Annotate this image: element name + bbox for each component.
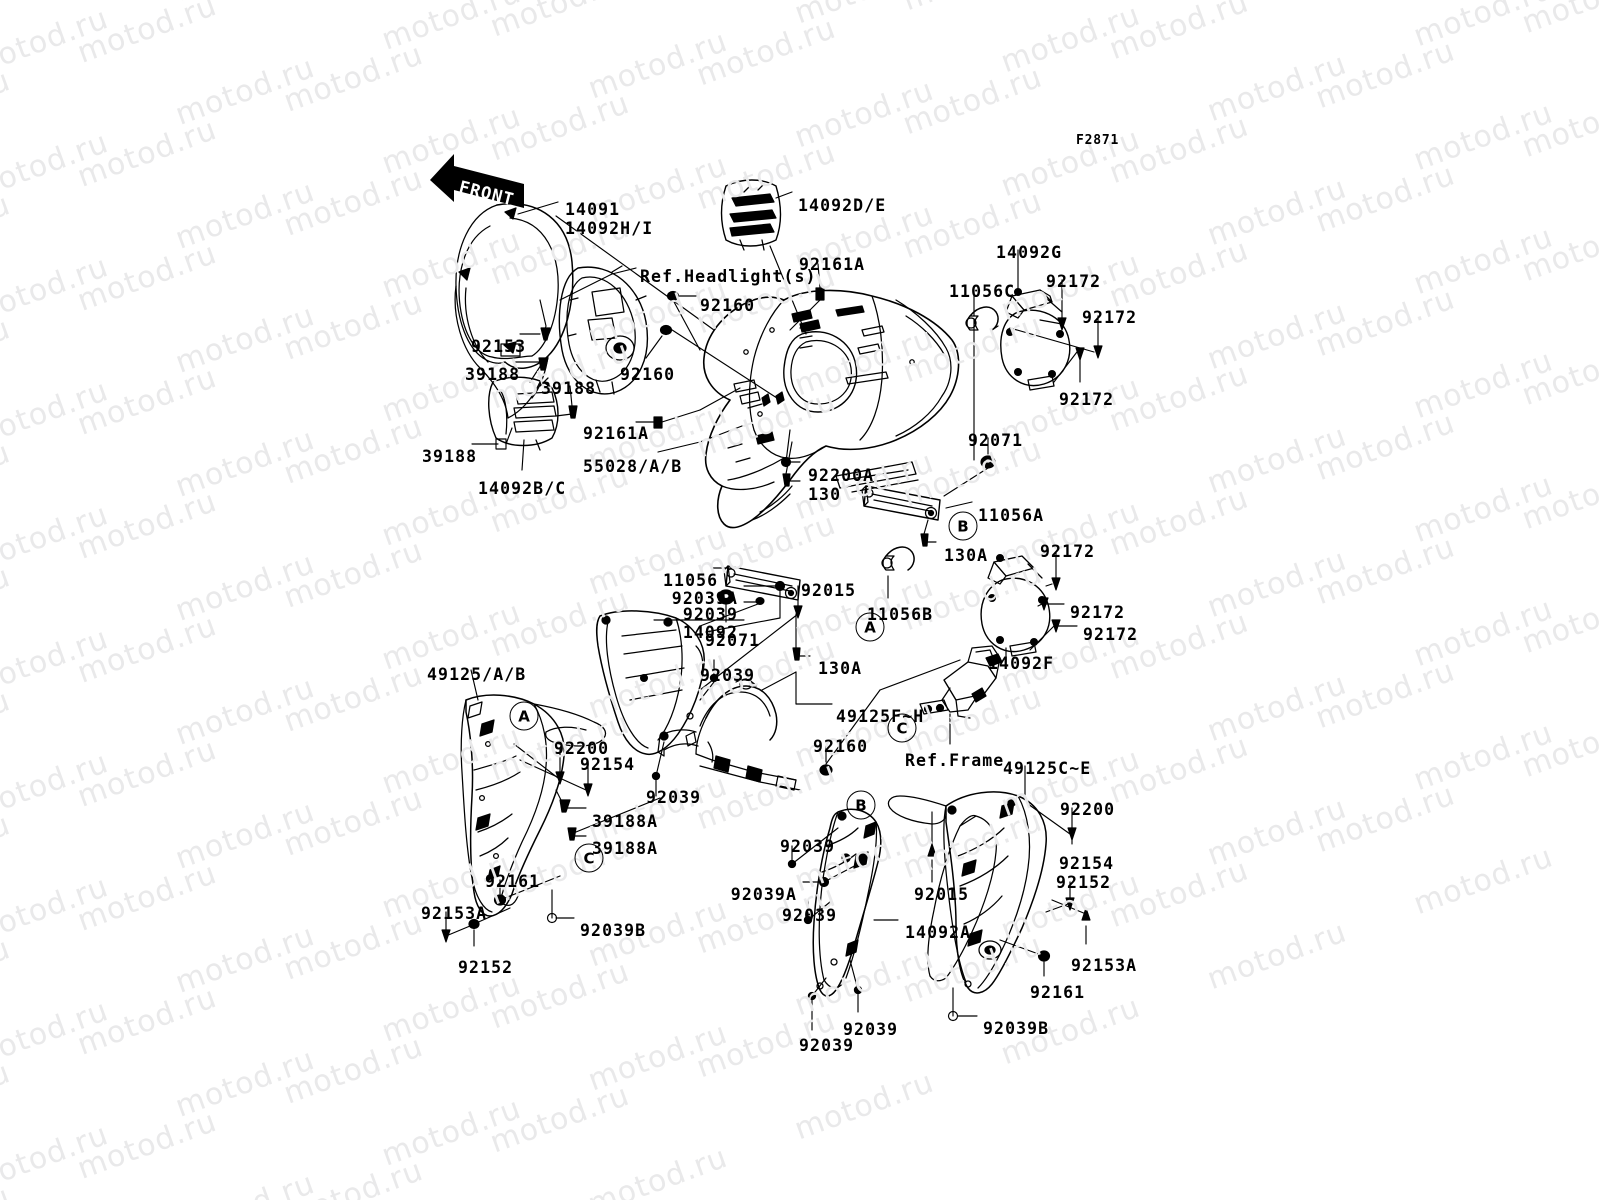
callout-letter-c: C	[574, 843, 604, 873]
p-92039-m: 92039	[682, 605, 738, 624]
p-92039-br: 92039	[780, 837, 836, 856]
part-ref-frame	[919, 645, 1003, 719]
p-92154-l: 92154	[580, 755, 636, 774]
p-92172-b: 92172	[1082, 308, 1138, 327]
p-92172-d: 92172	[1040, 542, 1096, 561]
p-130A-t: 130A	[944, 546, 989, 565]
p-92039-y: 92039	[799, 1036, 855, 1055]
part-main-cowling	[703, 289, 960, 529]
p-11056: 11056	[663, 571, 719, 590]
p-92039B-r: 92039B	[983, 1019, 1050, 1038]
callout-letter-a: A	[855, 612, 885, 642]
p-92153A-l: 92153A	[421, 904, 488, 923]
part-grille-14092de	[720, 179, 782, 251]
p-92071-r: 92071	[968, 431, 1024, 450]
p-39188A-b: 39188A	[592, 839, 659, 858]
p-49125AB: 49125/A/B	[427, 665, 527, 684]
callout-letter-b: B	[846, 790, 876, 820]
p-92172-c: 92172	[1059, 390, 1115, 409]
part-cover-14092g	[1000, 287, 1071, 391]
p-14092DE: 14092D/E	[798, 196, 887, 215]
p-14092F: 14092F	[988, 654, 1055, 673]
p-92160-t: 92160	[700, 296, 756, 315]
p-92015-b: 92015	[914, 885, 970, 904]
p-92200A: 92200A	[808, 466, 875, 485]
part-bracket-11056a	[861, 485, 941, 521]
p-92039A-m: 92039A	[671, 589, 738, 608]
p-39188-b: 39188	[541, 379, 597, 398]
p-92071-m: 92071	[705, 631, 761, 650]
p-92153: 92153	[471, 337, 527, 356]
p-92152-l: 92152	[458, 958, 514, 977]
part-cowl-stay	[657, 678, 801, 791]
p-11056B: 11056B	[867, 605, 934, 624]
p-92039B-l: 92039B	[580, 921, 647, 940]
p-92039-ll: 92039	[646, 788, 702, 807]
p-92154-r: 92154	[1059, 854, 1115, 873]
callout-letter-c: C	[887, 713, 917, 743]
p-92152-r: 92152	[1056, 873, 1112, 892]
p-92161A-m: 92161A	[583, 424, 650, 443]
diagram-code: F2871	[1076, 133, 1120, 148]
part-duct-14092bc	[488, 376, 559, 451]
p-55028: 55028/A/B	[583, 457, 683, 476]
part-bracket-11056c	[965, 306, 999, 331]
part-lower-cowl-right	[887, 791, 1047, 994]
p-92161A-t: 92161A	[799, 255, 866, 274]
p-92161-r: 92161	[1030, 983, 1086, 1002]
p-49125FH: 49125F~H	[836, 707, 925, 726]
p-92160-l: 92160	[620, 365, 676, 384]
part-lower-cowl-left	[460, 694, 607, 917]
part-bracket-11056b	[881, 546, 915, 571]
p-11056A: 11056A	[978, 506, 1045, 525]
p-49125CE: 49125C~E	[1003, 759, 1092, 778]
p-14092BC: 14092B/C	[478, 479, 567, 498]
p-14092G: 14092G	[996, 243, 1063, 262]
p-14091: 14091	[565, 200, 621, 219]
p-14092: 14092	[682, 623, 738, 642]
p-39188-c: 39188	[422, 447, 478, 466]
callout-letter-b: B	[948, 511, 978, 541]
part-headlight-cover	[454, 203, 574, 419]
p-39188A-a: 39188A	[592, 812, 659, 831]
p-92039-x: 92039	[843, 1020, 899, 1039]
p-130: 130	[808, 485, 842, 504]
p-130A-m: 130A	[818, 659, 863, 678]
p-14092HI: 14092H/I	[565, 219, 654, 238]
p-92200-l: 92200	[554, 739, 610, 758]
p-92172-e: 92172	[1070, 603, 1126, 622]
p-92153A-r: 92153A	[1071, 956, 1138, 975]
callout-letter-a: A	[509, 701, 539, 731]
p-14092A: 14092A	[905, 923, 972, 942]
p-92172-f: 92172	[1083, 625, 1139, 644]
p-92161-l: 92161	[485, 872, 541, 891]
part-headlight-unit	[558, 265, 648, 395]
p-92200-r: 92200	[1060, 800, 1116, 819]
ref-frame-label: Ref.Frame	[905, 751, 1005, 770]
p-39188-a: 39188	[465, 365, 521, 384]
p-92039-b2: 92039	[782, 906, 838, 925]
p-92172-a: 92172	[1046, 272, 1102, 291]
p-92039A-b: 92039A	[730, 885, 797, 904]
p-92039-r: 92039	[700, 666, 756, 685]
p-11056C: 11056C	[949, 282, 1016, 301]
p-92015-m: 92015	[801, 581, 857, 600]
front-direction-marker: FRONT	[424, 146, 534, 226]
p-92160-b: 92160	[813, 737, 869, 756]
ref-headlight-label: Ref.Headlight(s)	[640, 267, 817, 286]
leader-lines	[441, 191, 1103, 1031]
